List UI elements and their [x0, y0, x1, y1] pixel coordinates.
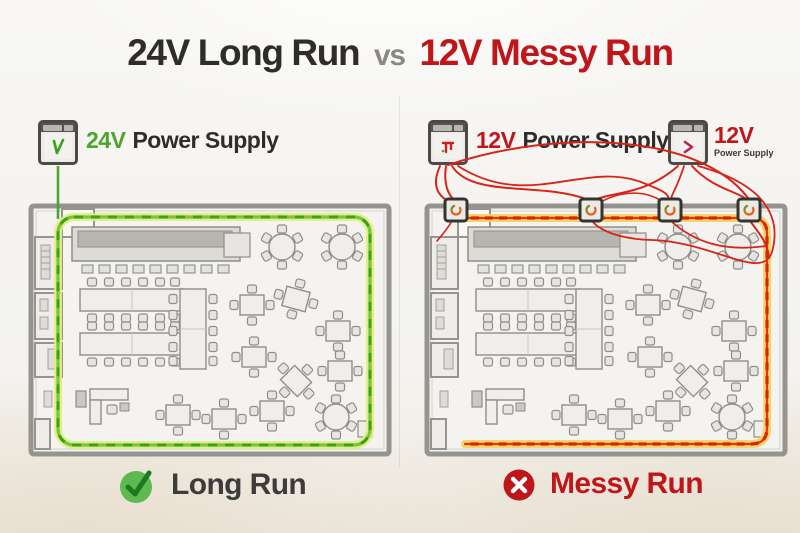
- psu-indicator: [674, 134, 702, 159]
- page-title: 24V Long Run vs 12V Messy Run: [0, 32, 800, 74]
- floor-plan-24v: [28, 203, 392, 459]
- psu-terminals: [41, 123, 75, 132]
- check-icon: [120, 470, 152, 503]
- title-vs-text: vs: [374, 39, 406, 72]
- chevron-right-icon: [683, 140, 694, 153]
- panel-divider: [399, 96, 400, 468]
- psu-12v-secondary-label: 12V Power Supply: [714, 124, 774, 158]
- verdict-label: Messy Run: [550, 467, 704, 500]
- psu-label-text: Power Supply: [522, 127, 669, 153]
- led-strip-24v: [54, 213, 374, 449]
- floor-plan-12v: [424, 203, 788, 459]
- psu-terminals: [431, 123, 465, 132]
- voltage-12v-text: 12V: [476, 127, 516, 153]
- green-bolt-icon: [52, 138, 65, 154]
- psu-24v-icon: [38, 120, 78, 165]
- title-left-part: 24V Long Run: [127, 32, 360, 73]
- psu-indicator: [434, 134, 462, 159]
- red-symbol-icon: [441, 141, 455, 153]
- x-icon: [503, 469, 535, 501]
- psu-label-text: Power Supply: [132, 127, 279, 153]
- voltage-12v-text: 12V: [714, 122, 754, 148]
- title-right-part: 12V Messy Run: [419, 32, 675, 73]
- verdict-messy-run: Messy Run: [501, 466, 704, 502]
- psu-terminals: [671, 123, 705, 132]
- psu-12v-main-icon: [428, 120, 468, 165]
- verdict-label: Long Run: [171, 468, 307, 501]
- psu-indicator: [44, 134, 72, 159]
- psu-12v-secondary-icon: [668, 120, 708, 165]
- voltage-24v-text: 24V: [86, 127, 126, 153]
- verdict-long-run: Long Run: [116, 464, 307, 506]
- psu-sublabel-text: Power Supply: [714, 148, 774, 158]
